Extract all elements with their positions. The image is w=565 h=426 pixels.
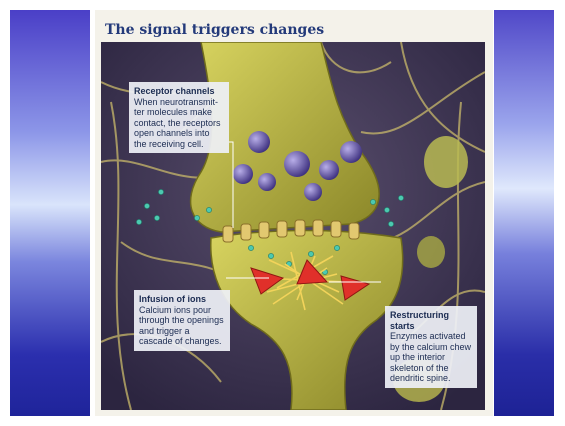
callout-body: Enzymes activated by the calcium chew up… <box>390 331 472 384</box>
callout-body: When neurotransmit-ter molecules make co… <box>134 97 224 150</box>
figure-title: The signal triggers changes <box>105 22 324 38</box>
callout-heading: Infusion of ions <box>139 294 225 305</box>
synapse-illustration: Receptor channels When neurotransmit-ter… <box>101 42 485 410</box>
callout-restructuring-starts: Restructuring starts Enzymes activated b… <box>385 306 477 388</box>
callout-heading: Receptor channels <box>134 86 224 97</box>
left-background-panel <box>10 10 90 416</box>
figure-panel: The signal triggers changes <box>95 10 493 416</box>
callout-heading: Restructuring starts <box>390 310 472 331</box>
callout-infusion-of-ions: Infusion of ions Calcium ions pour throu… <box>134 290 230 351</box>
right-background-panel <box>494 10 554 416</box>
callout-body: Calcium ions pour through the openings a… <box>139 305 225 347</box>
callout-receptor-channels: Receptor channels When neurotransmit-ter… <box>129 82 229 153</box>
